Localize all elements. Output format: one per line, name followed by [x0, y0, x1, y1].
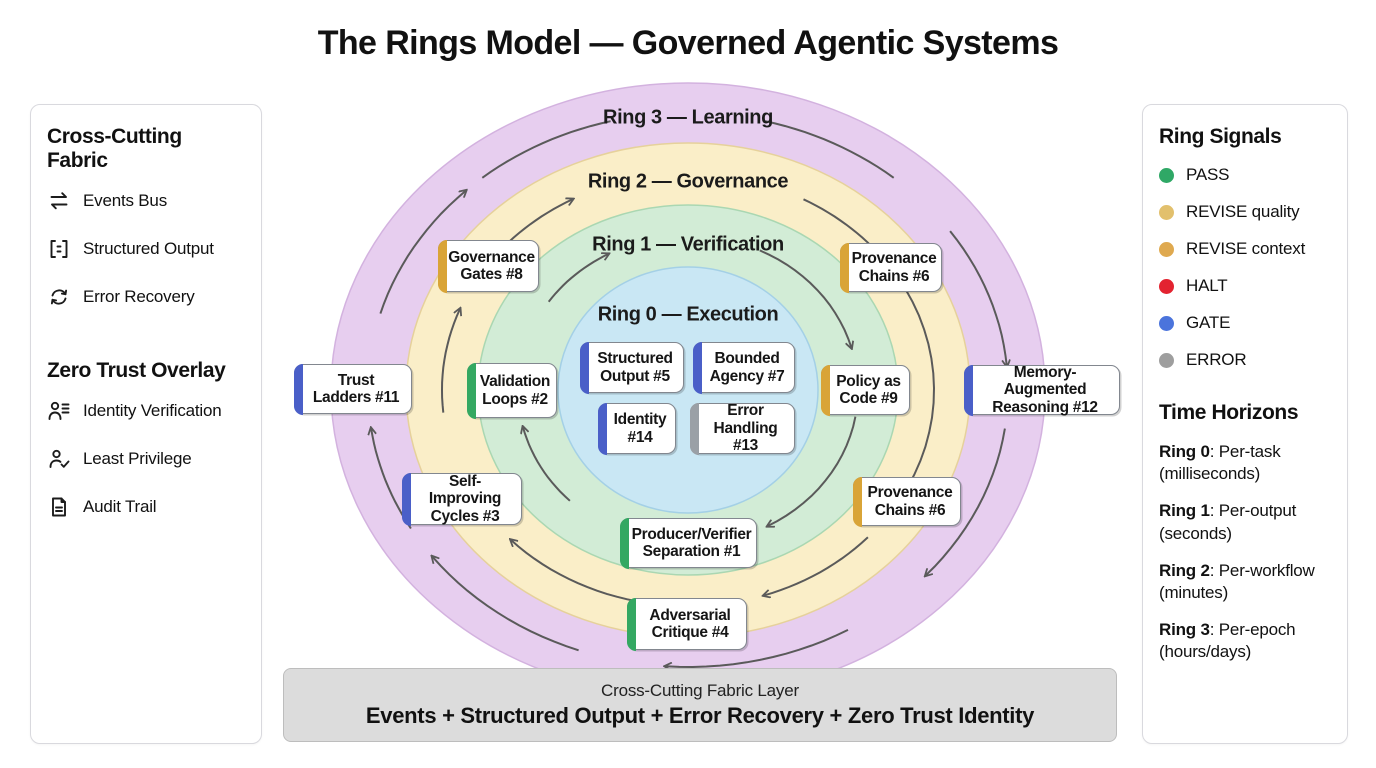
node-self-improving-cycles: Self-Improving Cycles #3: [401, 472, 522, 526]
document-icon: [52, 497, 66, 517]
signal-dot: [1159, 278, 1174, 294]
signal-error: ERROR: [1159, 350, 1331, 370]
ring-2-label: Ring 2 — Governance: [587, 170, 789, 193]
zero-trust-item-audit-trail: Audit Trail: [47, 495, 245, 519]
fabric-item-events-bus: Events Bus: [47, 189, 245, 213]
signal-dot: [1159, 204, 1174, 220]
node-accent: [820, 364, 830, 416]
node-accent: [293, 363, 303, 415]
node-accent: [839, 242, 849, 293]
signal-pass: PASS: [1159, 165, 1331, 185]
fabric-item-structured-output: Structured Output: [47, 237, 245, 261]
person-lines-icon: [48, 402, 70, 421]
zero-trust-heading: Zero Trust Overlay: [47, 359, 226, 383]
node-provenance-chains-bottom: Provenance Chains #6: [852, 476, 961, 527]
signal-dot: [1159, 315, 1174, 331]
page-title: The Rings Model — Governed Agentic Syste…: [317, 24, 1059, 62]
node-validation-loops: Validation Loops #2: [466, 362, 557, 419]
ring-0-label: Ring 0 — Execution: [597, 303, 779, 326]
node-accent: [692, 341, 702, 394]
node-identity: Identity #14: [597, 402, 676, 455]
node-trust-ladders: Trust Ladders #11: [293, 363, 412, 415]
swap-arrows-icon: [50, 192, 68, 210]
brackets-icon: [50, 240, 68, 259]
fabric-layer-title: Events + Structured Output + Error Recov…: [365, 703, 1035, 728]
cross-cutting-fabric-panel: Cross-Cutting Fabric Events Bus Structur…: [30, 104, 262, 744]
signal-dot: [1159, 167, 1174, 183]
fabric-item-error-recovery: Error Recovery: [47, 285, 245, 309]
horizon-ring-1: Ring 1: Per-output (seconds): [1159, 501, 1297, 543]
signal-revise-quality: REVISE quality: [1159, 202, 1331, 222]
node-provenance-chains-top: Provenance Chains #6: [839, 242, 942, 293]
node-accent: [963, 364, 973, 416]
horizon-ring-2: Ring 2: Per-workflow (minutes): [1159, 560, 1315, 602]
node-governance-gates: Governance Gates #8: [437, 239, 539, 293]
node-producer-verifier-separation: Producer/Verifier Separation #1: [619, 517, 757, 569]
refresh-icon: [50, 289, 68, 305]
zero-trust-item-least-privilege: Least Privilege: [47, 447, 245, 471]
node-accent: [579, 341, 589, 394]
time-horizons-heading: Time Horizons: [1159, 401, 1299, 425]
signal-halt: HALT: [1159, 276, 1331, 296]
horizon-ring-3: Ring 3: Per-epoch (hours/days): [1159, 619, 1296, 661]
signal-dot: [1159, 352, 1174, 368]
ring-1-label: Ring 1 — Verification: [592, 233, 784, 256]
node-policy-as-code: Policy as Code #9: [820, 364, 910, 416]
fabric-layer-subtitle: Cross-Cutting Fabric Layer: [601, 681, 799, 700]
node-accent: [852, 476, 862, 527]
node-memory-augmented-reasoning: Memory-Augmented Reasoning #12: [963, 364, 1120, 416]
node-accent: [626, 597, 636, 651]
node-accent: [466, 362, 476, 419]
ring-signals-heading: Ring Signals: [1159, 125, 1282, 148]
node-accent: [619, 517, 629, 569]
node-bounded-agency: Bounded Agency #7: [692, 341, 795, 394]
signal-gate: GATE: [1159, 313, 1331, 333]
node-structured-output: Structured Output #5: [579, 341, 684, 394]
ring-3-label: Ring 3 — Learning: [603, 106, 773, 129]
horizon-ring-0: Ring 0: Per-task (milliseconds): [1159, 442, 1281, 484]
ring-signals-panel: Ring Signals PASS REVISE quality REVISE …: [1142, 104, 1348, 744]
fabric-panel-heading: Cross-Cutting Fabric: [47, 125, 182, 173]
person-check-icon: [49, 450, 70, 469]
flow-arrows: [371, 120, 1007, 667]
signal-revise-context: REVISE context: [1159, 239, 1331, 259]
fabric-layer-bar: Cross-Cutting Fabric Layer Events + Stru…: [283, 668, 1117, 742]
node-accent: [437, 239, 447, 293]
node-adversarial-critique: Adversarial Critique #4: [626, 597, 747, 651]
node-accent: [689, 402, 699, 455]
node-error-handling: Error Handling #13: [689, 402, 795, 455]
node-accent: [401, 472, 411, 526]
zero-trust-item-identity-verification: Identity Verification: [47, 399, 245, 423]
signal-dot: [1159, 241, 1174, 257]
node-accent: [597, 402, 607, 455]
